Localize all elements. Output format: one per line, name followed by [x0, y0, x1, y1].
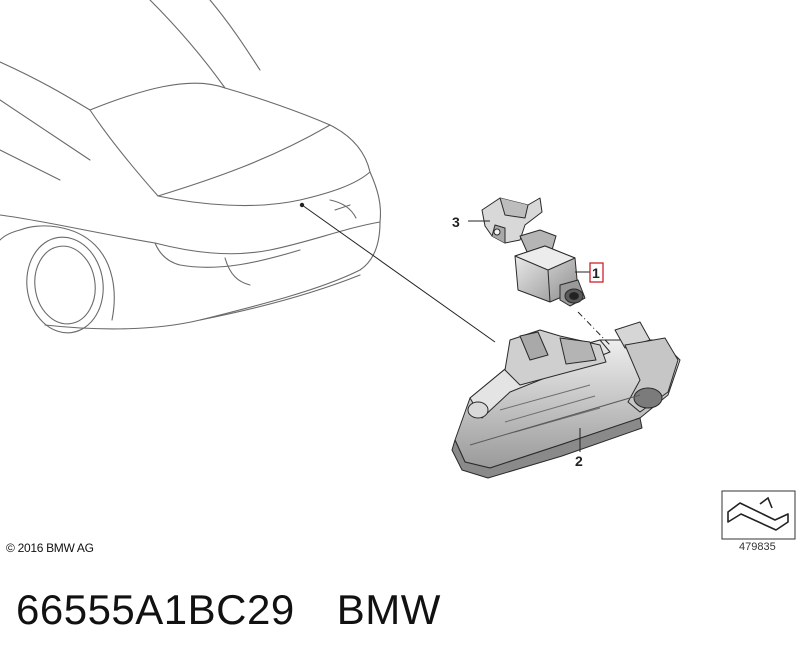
part-3-bracket: [481, 197, 543, 244]
callout-2: 2: [575, 453, 583, 469]
callout-3: 3: [452, 214, 460, 230]
callout-1: 1: [592, 265, 600, 281]
reference-number: 479835: [739, 541, 776, 553]
caption: 66555A1BC29 BMW: [16, 586, 441, 634]
brand-name: BMW: [336, 586, 441, 633]
part-2-handle-housing: [451, 321, 681, 479]
callout-1-highlight-box: [589, 262, 604, 283]
part-number: 66555A1BC29: [16, 586, 295, 633]
copyright-notice: © 2016 BMW AG: [6, 541, 94, 555]
alignment-line: [577, 311, 611, 346]
leader-line-car: [299, 202, 496, 343]
car-outline: [0, 0, 382, 334]
part-1-camera: [514, 229, 586, 307]
reference-pictogram: [721, 490, 796, 540]
